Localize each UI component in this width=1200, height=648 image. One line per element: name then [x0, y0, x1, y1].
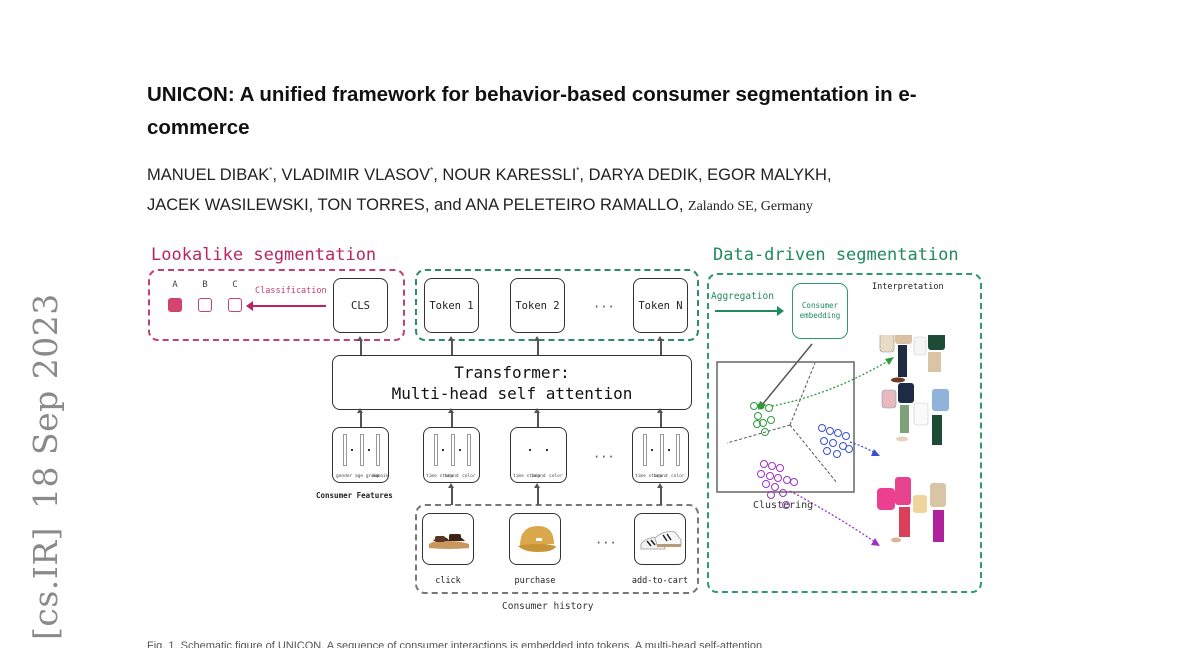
- arrow-up-icon: [534, 336, 540, 355]
- aggregation-label: Aggregation: [711, 291, 774, 302]
- history-item-cap: [509, 513, 561, 565]
- token-n: Token N: [633, 278, 688, 333]
- cluster-purple: [757, 460, 798, 509]
- arrow-up-icon: [448, 408, 454, 427]
- purple-cluster-pointer: [789, 490, 876, 543]
- feature-label: brand: [532, 474, 546, 479]
- class-box-c: [228, 298, 242, 312]
- embedding-label-1: Consumer: [801, 301, 839, 310]
- event-feature-box: time stamp brand color: [423, 427, 480, 483]
- class-box-a-selected: [168, 298, 182, 312]
- consumer-features-caption: Consumer Features: [316, 491, 393, 500]
- arrow-up-icon: [448, 483, 454, 505]
- arxiv-category: [cs.IR]: [26, 526, 65, 640]
- feature-label: brand: [654, 474, 668, 479]
- author-line-1: MANUEL DIBAK*, VLADIMIR VLASOV*, NOUR KA…: [147, 166, 832, 184]
- history-region: [415, 504, 699, 594]
- history-item-sneakers: [634, 513, 686, 565]
- consumer-feature-box: gender age group domain: [332, 427, 389, 483]
- token-2: Token 2: [510, 278, 565, 333]
- arxiv-stamp: [cs.IR] 18 Sep 2023: [26, 293, 65, 640]
- class-box-b: [198, 298, 212, 312]
- embedding-label-2: embedding: [799, 311, 841, 320]
- paper-title: UNICON: A unified framework for behavior…: [147, 83, 917, 139]
- sneakers-icon: [640, 531, 682, 550]
- feature-ellipsis: ···: [593, 450, 615, 464]
- feature-label: brand: [445, 474, 459, 479]
- arrow-up-icon: [357, 336, 363, 355]
- figure-caption: Fig. 1. Schematic figure of UNICON. A se…: [147, 640, 763, 648]
- sandal-icon: [429, 534, 469, 549]
- arrow-up-icon: [448, 336, 454, 355]
- classification-label: Classification: [255, 286, 327, 296]
- feature-label: gender: [336, 474, 353, 479]
- outfit-group-1: [879, 335, 945, 383]
- interpretation-label: Interpretation: [872, 282, 944, 292]
- arrow-up-icon: [534, 408, 540, 427]
- feature-label: domain: [372, 474, 389, 479]
- arrow-up-icon: [357, 408, 363, 427]
- transformer-block: Transformer: Multi-head self attention: [332, 355, 692, 410]
- author-line-2: JACEK WASILEWSKI, TON TORRES, and ANA PE…: [147, 190, 1007, 222]
- outfit-group-3: [877, 477, 946, 543]
- lookalike-title: Lookalike segmentation: [151, 245, 377, 265]
- cluster-frame: [716, 361, 855, 493]
- arrow-up-icon: [657, 408, 663, 427]
- feature-label: age group: [355, 474, 380, 479]
- aggregation-arrow-icon: [715, 306, 784, 316]
- feature-label: color: [549, 474, 563, 479]
- author-block: MANUEL DIBAK*, VLADIMIR VLASOV*, NOUR KA…: [147, 156, 1007, 222]
- cluster-blue: [818, 424, 853, 458]
- lookalike-region: [148, 269, 405, 341]
- event-feature-box: time stamp brand color: [632, 427, 689, 483]
- history-ellipsis: ···: [595, 536, 617, 550]
- cls-token: CLS: [333, 278, 388, 333]
- event-feature-box: time stamp brand color: [510, 427, 567, 483]
- arrow-up-icon: [657, 483, 663, 505]
- consumer-history-caption: Consumer history: [502, 601, 594, 612]
- embedding-pointer: [761, 343, 813, 406]
- class-label-a: A: [172, 280, 178, 290]
- affiliation: Zalando SE, Germany: [688, 199, 813, 214]
- history-label-add-to-cart: add-to-cart: [631, 576, 689, 586]
- clustering-plot: [716, 335, 949, 546]
- token-1: Token 1: [424, 278, 479, 333]
- feature-label: color: [462, 474, 476, 479]
- arrow-up-icon: [534, 483, 540, 505]
- data-driven-region: [707, 273, 982, 593]
- cluster-green: [750, 402, 775, 436]
- transformer-line-2: Multi-head self attention: [391, 383, 633, 403]
- history-item-sandal: [422, 513, 474, 565]
- data-driven-title: Data-driven segmentation: [713, 245, 959, 265]
- feature-label: color: [671, 474, 685, 479]
- class-label-b: B: [202, 280, 208, 290]
- arrow-up-icon: [657, 336, 663, 355]
- author-names: JACEK WASILEWSKI, TON TORRES, and ANA PE…: [147, 196, 684, 214]
- arrowhead-icon: [885, 357, 894, 365]
- cluster-boundaries: [726, 362, 838, 484]
- transformer-line-1: Transformer:: [454, 362, 570, 382]
- outfit-group-2: [881, 383, 949, 445]
- arrowhead-icon: [871, 449, 880, 456]
- arxiv-date: 18 Sep 2023: [26, 293, 65, 509]
- figure-1: Lookalike segmentation Data-driven segme…: [140, 240, 1000, 620]
- clustering-caption: Clustering: [753, 500, 814, 511]
- classification-arrow-icon: [246, 301, 326, 311]
- history-label-click: click: [435, 576, 461, 586]
- class-label-c: C: [232, 280, 238, 290]
- green-cluster-pointer: [771, 359, 891, 407]
- feature-label: time stamp: [426, 474, 454, 479]
- tokens-region: [415, 269, 699, 341]
- feature-label: time stamp: [635, 474, 663, 479]
- cap-icon: [518, 526, 556, 552]
- history-label-purchase: purchase: [514, 576, 556, 586]
- arrowhead-icon: [871, 538, 880, 546]
- feature-label: time stamp: [513, 474, 541, 479]
- token-ellipsis: ···: [593, 300, 615, 314]
